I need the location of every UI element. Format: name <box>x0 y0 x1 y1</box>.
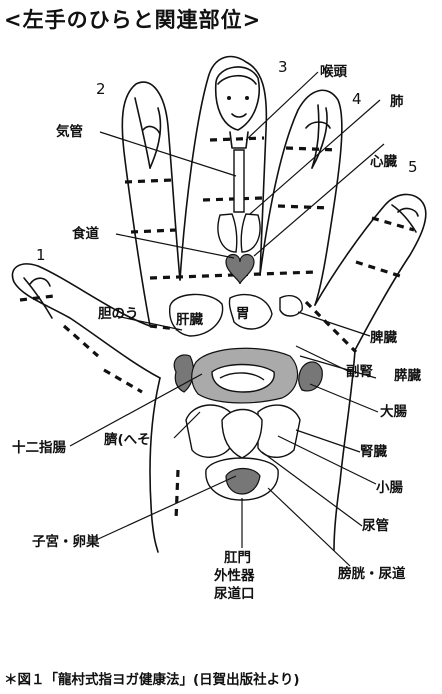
label-pancreas: 膵臓 <box>394 367 421 384</box>
finger-number-3: 3 <box>278 58 288 76</box>
label-trachea: 気管 <box>56 123 83 140</box>
label-heart: 心臓 <box>370 153 397 170</box>
finger-number-4: 4 <box>352 90 362 108</box>
label-kidney: 腎臓 <box>360 443 387 460</box>
finger-details <box>23 97 419 319</box>
heart-icon <box>225 253 255 285</box>
label-duodenum: 十二指腸 <box>12 439 66 456</box>
label-adrenal: 副腎 <box>346 364 373 380</box>
label-esophagus: 食道 <box>72 225 99 242</box>
finger-number-5: 5 <box>408 158 418 176</box>
label-external-genitalia: 外性器 <box>214 567 255 584</box>
label-uterus-ovary: 子宮・卵巣 <box>32 533 100 550</box>
label-urethral-opening: 尿道口 <box>214 585 255 602</box>
face-icon <box>214 66 260 149</box>
finger-number-2: 2 <box>96 80 106 98</box>
organ-labels: 喉頭 肺 気管 心臓 食道 胆のう 肝臓 胃 脾臓 副腎 膵臓 大腸 十二指腸 … <box>12 63 421 602</box>
label-ureter: 尿管 <box>362 517 389 534</box>
leader-lines <box>69 71 385 567</box>
page-title: <左手のひらと関連部位> <box>4 8 262 32</box>
abdominal-organs <box>169 293 323 501</box>
label-bladder-urethra: 膀胱・尿道 <box>337 565 406 582</box>
label-liver: 肝臓 <box>176 311 203 328</box>
label-gallbladder: 胆のう <box>98 306 139 322</box>
label-lung: 肺 <box>390 94 404 110</box>
label-navel: 臍(へそ <box>104 431 151 448</box>
label-stomach: 胃 <box>236 306 250 322</box>
source-caption: ＊図１「龍村式指ヨガ健康法」(日賀出版社より) <box>4 672 300 688</box>
label-large-intestine: 大腸 <box>380 403 407 420</box>
label-larynx: 喉頭 <box>320 63 347 80</box>
finger-number-1: 1 <box>36 246 46 264</box>
label-spleen: 脾臓 <box>370 329 397 346</box>
label-small-intestine: 小腸 <box>376 480 403 496</box>
label-anus: 肛門 <box>224 550 251 566</box>
respiratory-organs <box>217 149 261 285</box>
